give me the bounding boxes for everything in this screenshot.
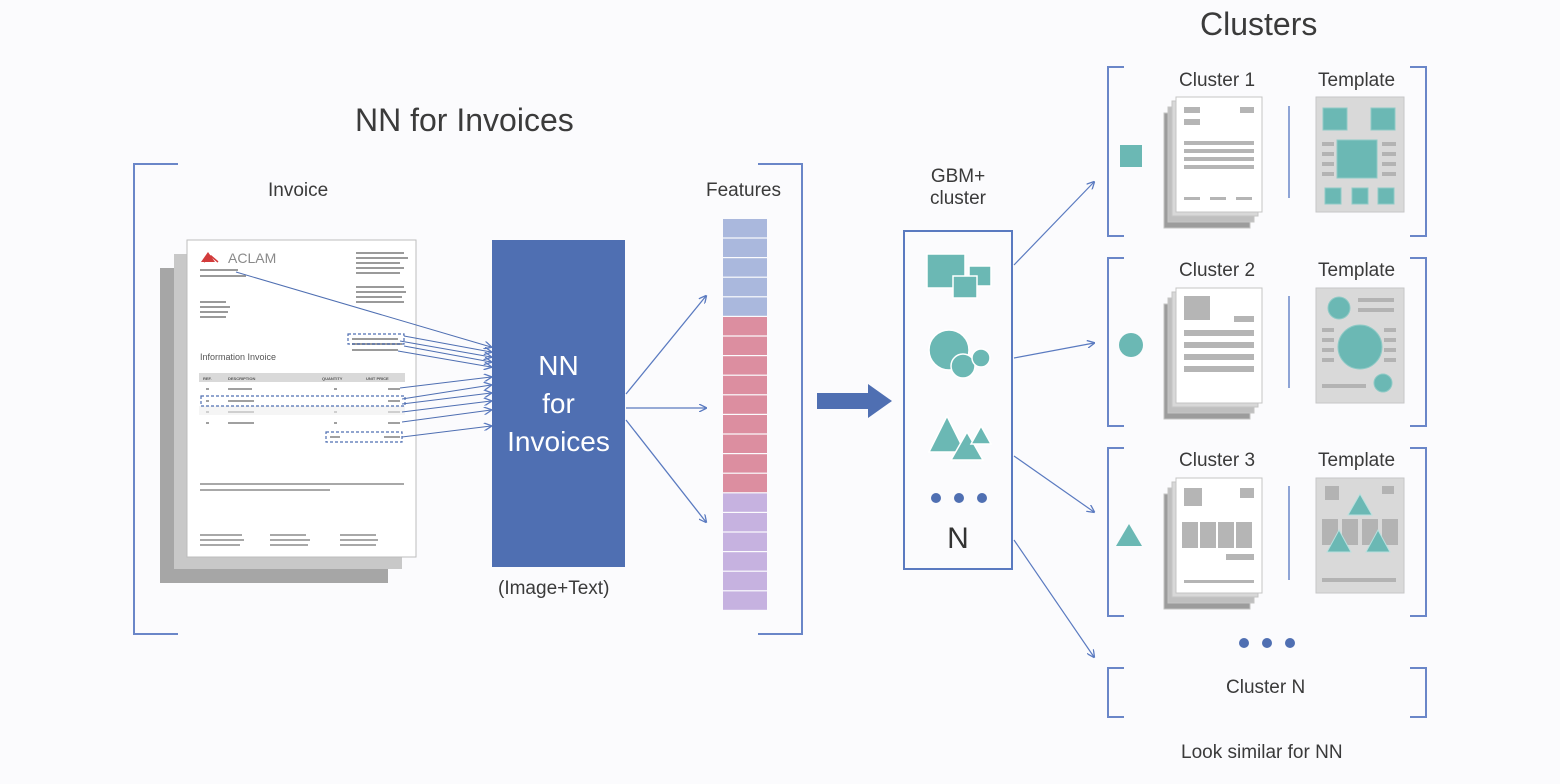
svg-text:UNIT PRICE: UNIT PRICE (366, 376, 389, 381)
invoice-label: Invoice (268, 180, 329, 201)
feature-cell (723, 513, 767, 532)
template-3 (1315, 477, 1405, 594)
template-1 (1315, 96, 1405, 213)
feature-cell (723, 219, 767, 238)
gbm-label-line1: GBM+ (930, 166, 986, 187)
cluster-2-template-label: Template (1318, 260, 1396, 281)
nn-box-line2: for (542, 387, 575, 419)
feature-cell (723, 336, 767, 355)
feature-cell (723, 395, 767, 414)
square-icon (1120, 145, 1142, 167)
feature-cell (723, 473, 767, 493)
invoice-heading: Information Invoice (200, 352, 276, 362)
ellipsis-icon (1239, 638, 1295, 648)
nn-box-line1: NN (538, 349, 579, 381)
feature-cell (723, 532, 767, 551)
feature-cell (723, 375, 767, 395)
cluster-1-template-label: Template (1318, 70, 1396, 91)
cluster-1-label: Cluster 1 (1179, 70, 1256, 91)
circles-icon (928, 329, 991, 379)
gbm-label: GBM+ cluster (918, 166, 998, 210)
feature-cell (723, 591, 767, 610)
dots-icon (931, 493, 987, 503)
main-title: NN for Invoices (355, 102, 574, 138)
nn-box: NN for Invoices (492, 240, 625, 567)
triangle-icon (1116, 524, 1142, 546)
svg-text:QUANTITY: QUANTITY (322, 376, 343, 381)
invoice-document: ACLAM Information Invoice REF. DESCRIPTI… (160, 239, 417, 583)
invoice-bracket (133, 163, 178, 635)
footer-note: Look similar for NN (1181, 742, 1343, 763)
invoice-logo-text: ACLAM (228, 250, 276, 266)
gbm-to-cluster-arrows (1013, 182, 1094, 657)
cluster-doc-stack (1163, 96, 1263, 229)
logo-icon (201, 252, 215, 262)
feature-cell (723, 297, 767, 316)
squares-icon (926, 253, 992, 299)
feature-cell (723, 415, 767, 434)
cluster-doc-stack (1163, 287, 1263, 420)
feature-cell (723, 317, 767, 336)
feature-cell (723, 454, 767, 473)
circle-icon (1119, 333, 1143, 357)
cluster-brackets (1107, 66, 1427, 718)
clusters-title: Clusters (1200, 6, 1318, 42)
gbm-label-line2: cluster (930, 188, 986, 209)
gbm-cluster-box: N (903, 230, 1013, 570)
svg-text:REF.: REF. (203, 376, 212, 381)
feature-cell (723, 238, 767, 257)
nn-caption: (Image+Text) (498, 578, 610, 599)
feature-cell (723, 258, 767, 277)
invoice-to-nn-arrows (235, 271, 491, 438)
svg-text:DESCRIPTION: DESCRIPTION (228, 376, 255, 381)
feature-cell (723, 552, 767, 571)
cluster-n-label: Cluster N (1226, 677, 1306, 698)
nn-to-features-arrows (625, 296, 706, 522)
big-arrow-icon (817, 384, 892, 418)
feature-cell (723, 493, 767, 512)
feature-vector (723, 219, 767, 610)
cluster-3-label: Cluster 3 (1179, 450, 1256, 471)
cluster-3-template-label: Template (1318, 450, 1396, 471)
template-2 (1315, 287, 1405, 404)
cluster-2-label: Cluster 2 (1179, 260, 1256, 281)
features-bracket (758, 163, 803, 635)
feature-cell (723, 356, 767, 375)
triangles-icon (927, 414, 993, 461)
cluster-doc-stack (1163, 477, 1263, 610)
feature-cell (723, 277, 767, 297)
feature-cell (723, 571, 767, 591)
feature-cell (723, 434, 767, 453)
nn-box-line3: Invoices (507, 425, 610, 457)
gbm-n-label: N (947, 522, 969, 555)
features-label: Features (706, 180, 781, 201)
